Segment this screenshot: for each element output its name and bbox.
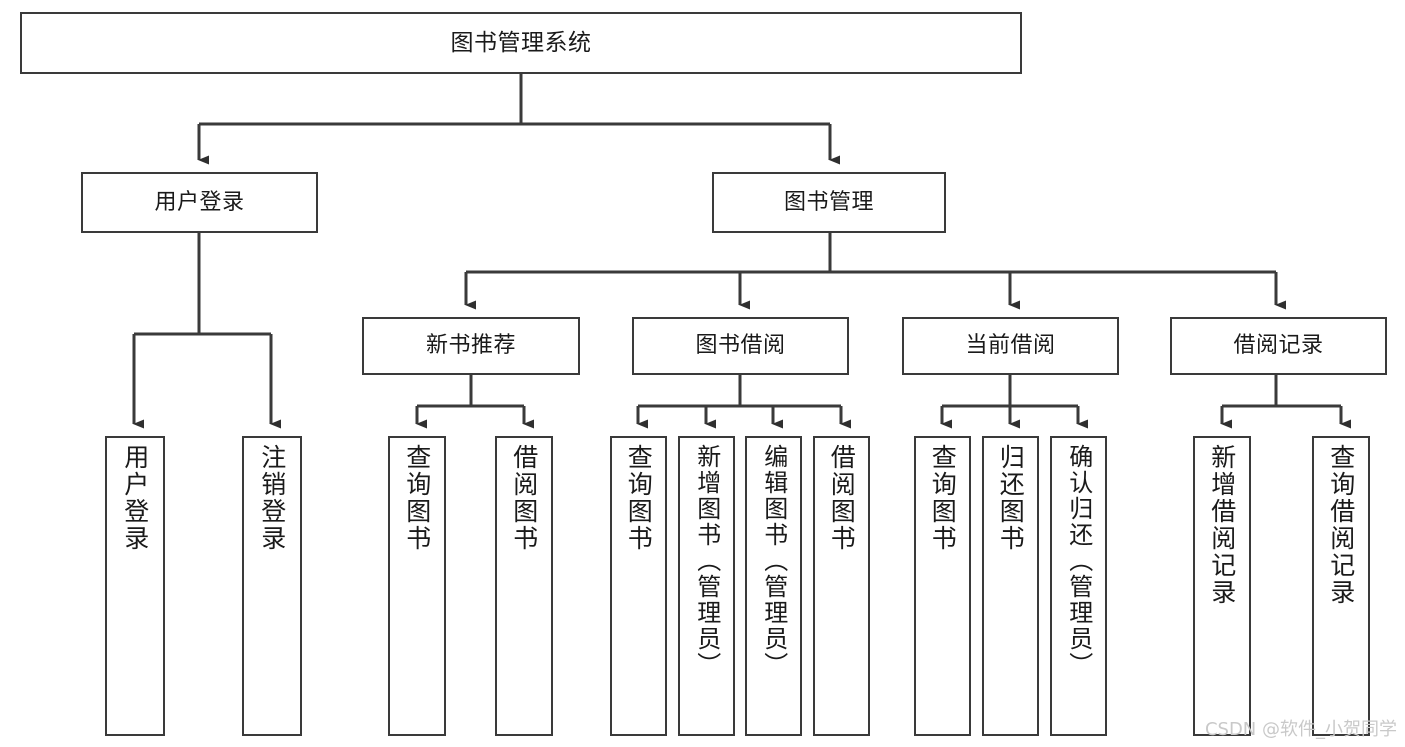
leaf-query-book-2[interactable]: 查询图书: [610, 436, 667, 736]
node-root-system[interactable]: 图书管理系统: [20, 12, 1022, 74]
node-book-borrow[interactable]: 图书借阅: [632, 317, 849, 375]
node-label: 图书管理系统: [450, 29, 592, 56]
leaf-query-record[interactable]: 查询借阅记录: [1312, 436, 1370, 736]
node-label: 新增借阅记录: [1207, 444, 1237, 606]
node-label: 当前借阅: [965, 333, 1056, 359]
csdn-watermark: CSDN @软件_小贺同学: [1204, 719, 1397, 740]
node-label: 查询图书: [624, 444, 654, 552]
leaf-confirm-return[interactable]: 确认归还（管理员）: [1050, 436, 1107, 736]
leaf-user-login[interactable]: 用户登录: [105, 436, 165, 736]
leaf-borrow-book-1[interactable]: 借阅图书: [495, 436, 553, 736]
node-new-book-recommend[interactable]: 新书推荐: [362, 317, 580, 375]
node-label: 借阅图书: [827, 444, 857, 552]
node-label: 查询借阅记录: [1326, 444, 1356, 606]
node-label: 注销登录: [257, 444, 287, 552]
node-label: 新书推荐: [425, 333, 516, 359]
node-label: 借阅记录: [1233, 333, 1324, 359]
node-label: 查询图书: [402, 444, 432, 552]
node-label: 归还图书: [996, 444, 1026, 552]
leaf-add-record[interactable]: 新增借阅记录: [1193, 436, 1251, 736]
leaf-edit-book[interactable]: 编辑图书（管理员）: [745, 436, 802, 736]
node-label: 用户登录: [120, 444, 150, 552]
node-book-manage[interactable]: 图书管理: [712, 172, 946, 233]
node-label: 确认归还（管理员）: [1064, 444, 1093, 678]
node-label: 用户登录: [154, 189, 245, 215]
leaf-borrow-book-2[interactable]: 借阅图书: [813, 436, 870, 736]
node-user-login[interactable]: 用户登录: [81, 172, 318, 233]
node-label: 借阅图书: [509, 444, 539, 552]
node-current-borrow[interactable]: 当前借阅: [902, 317, 1119, 375]
leaf-logout-login[interactable]: 注销登录: [242, 436, 302, 736]
leaf-query-book-3[interactable]: 查询图书: [914, 436, 971, 736]
node-label: 查询图书: [928, 444, 958, 552]
node-label: 新增图书（管理员）: [692, 444, 721, 678]
leaf-add-book[interactable]: 新增图书（管理员）: [678, 436, 735, 736]
leaf-return-book[interactable]: 归还图书: [982, 436, 1039, 736]
node-label: 编辑图书（管理员）: [759, 444, 788, 678]
node-label: 图书管理: [783, 189, 874, 215]
leaf-query-book-1[interactable]: 查询图书: [388, 436, 446, 736]
node-label: 图书借阅: [695, 333, 786, 359]
node-borrow-record[interactable]: 借阅记录: [1170, 317, 1387, 375]
